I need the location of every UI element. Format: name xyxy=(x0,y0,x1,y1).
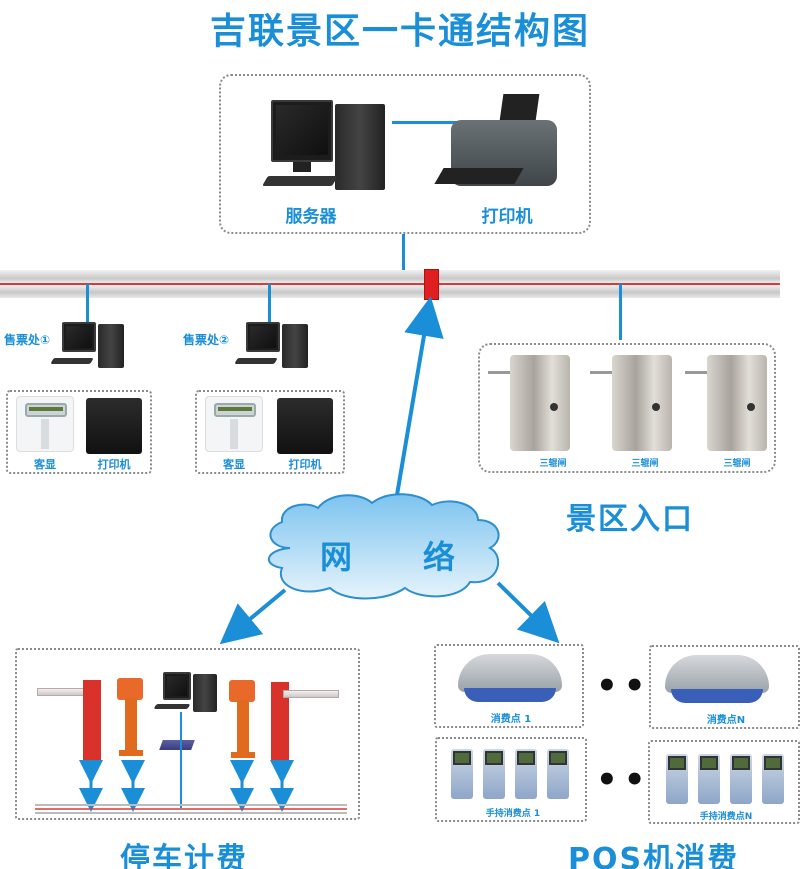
ticket-office-2-computer-icon xyxy=(228,318,308,373)
entrance-link xyxy=(619,284,622,340)
handheld-pos-icon xyxy=(762,754,784,804)
cloud-to-parking-arrow xyxy=(219,588,287,645)
network-label-right: 络 xyxy=(423,538,456,576)
turnstile-gate-2 xyxy=(590,353,674,453)
pos-title: POS机消费 xyxy=(568,842,740,869)
parking-arrows xyxy=(35,760,347,814)
cloud-to-pos-arrow xyxy=(496,581,560,644)
cloud-to-gateway-arrow xyxy=(395,296,444,496)
network-label-left: 网 xyxy=(320,538,353,576)
handheld-pos-icon xyxy=(515,749,537,799)
pos-terminal-1-label: 消费点 1 xyxy=(490,714,532,725)
barrier-gate-right-icon xyxy=(271,682,351,762)
customer-display-icon xyxy=(16,396,74,452)
pos-terminal-n-box: 消费点N xyxy=(649,645,800,729)
handheld-pos-icon xyxy=(730,754,752,804)
label-printer-icon xyxy=(277,398,333,454)
handheld-pos-icon xyxy=(666,754,688,804)
inkjet-printer-icon xyxy=(434,94,559,194)
ticket-printer-label: 打印机 xyxy=(97,458,131,471)
server-bus-link xyxy=(402,234,405,284)
handheld-pos-icon xyxy=(698,754,720,804)
parking-title: 停车计费 xyxy=(120,842,248,869)
ticket-office-1-box: 客显 打印机 xyxy=(6,390,152,474)
server-computer-icon xyxy=(235,96,385,196)
ticket-office-1-link xyxy=(86,284,89,324)
barrier-gate-left-icon xyxy=(37,680,107,760)
ticket-dispenser-left-icon xyxy=(117,678,147,758)
entrance-gates-box: 三辊闸 三辊闸 三辊闸 xyxy=(478,343,776,473)
entrance-title: 景区入口 xyxy=(566,502,694,537)
ticket-printer-label: 打印机 xyxy=(288,458,322,471)
parking-computer-icon xyxy=(149,672,219,717)
pos-terminal-n-label: 消费点N xyxy=(706,715,746,726)
label-printer-icon xyxy=(86,398,142,454)
turnstile-gate-2-label: 三辊闸 xyxy=(631,459,659,469)
pos-terminal-icon xyxy=(665,655,769,705)
ticket-office-1-label: 售票处① xyxy=(4,333,51,347)
diagram-title: 吉联景区一卡通结构图 xyxy=(209,11,590,52)
parking-box xyxy=(15,648,360,820)
turnstile-gate-3 xyxy=(685,353,769,453)
network-cloud-icon xyxy=(268,493,500,600)
server-printer-link xyxy=(392,121,460,124)
turnstile-gate-1 xyxy=(488,353,572,453)
backbone-red-line xyxy=(0,283,780,285)
ticket-dispenser-right-icon xyxy=(229,680,259,760)
parking-computer-link xyxy=(180,712,182,808)
handheld-group-n-box: 手持消费点N xyxy=(648,740,800,824)
pos-terminal-icon xyxy=(458,654,562,704)
handheld-group-1-label: 手持消费点 1 xyxy=(485,809,541,819)
customer-display-label: 客显 xyxy=(223,458,245,471)
turnstile-gate-3-label: 三辊闸 xyxy=(723,459,751,469)
handheld-group-1-box: 手持消费点 1 xyxy=(435,737,587,822)
customer-display-label: 客显 xyxy=(34,458,56,471)
pos-terminal-1-box: 消费点 1 xyxy=(434,644,584,728)
handheld-group-n-label: 手持消费点N xyxy=(699,812,753,822)
handheld-pos-icon xyxy=(547,749,569,799)
handheld-pos-icon xyxy=(483,749,505,799)
printer-label: 打印机 xyxy=(481,207,533,227)
handheld-pos-icon xyxy=(451,749,473,799)
ticket-office-2-link xyxy=(268,284,271,324)
turnstile-gate-1-label: 三辊闸 xyxy=(539,459,567,469)
server-group-box: 服务器 打印机 xyxy=(219,74,591,234)
ticket-office-1-computer-icon xyxy=(44,318,124,373)
customer-display-icon xyxy=(205,396,263,452)
ticket-office-2-box: 客显 打印机 xyxy=(195,390,345,474)
ticket-office-2-label: 售票处② xyxy=(183,333,230,347)
server-label: 服务器 xyxy=(285,207,337,227)
